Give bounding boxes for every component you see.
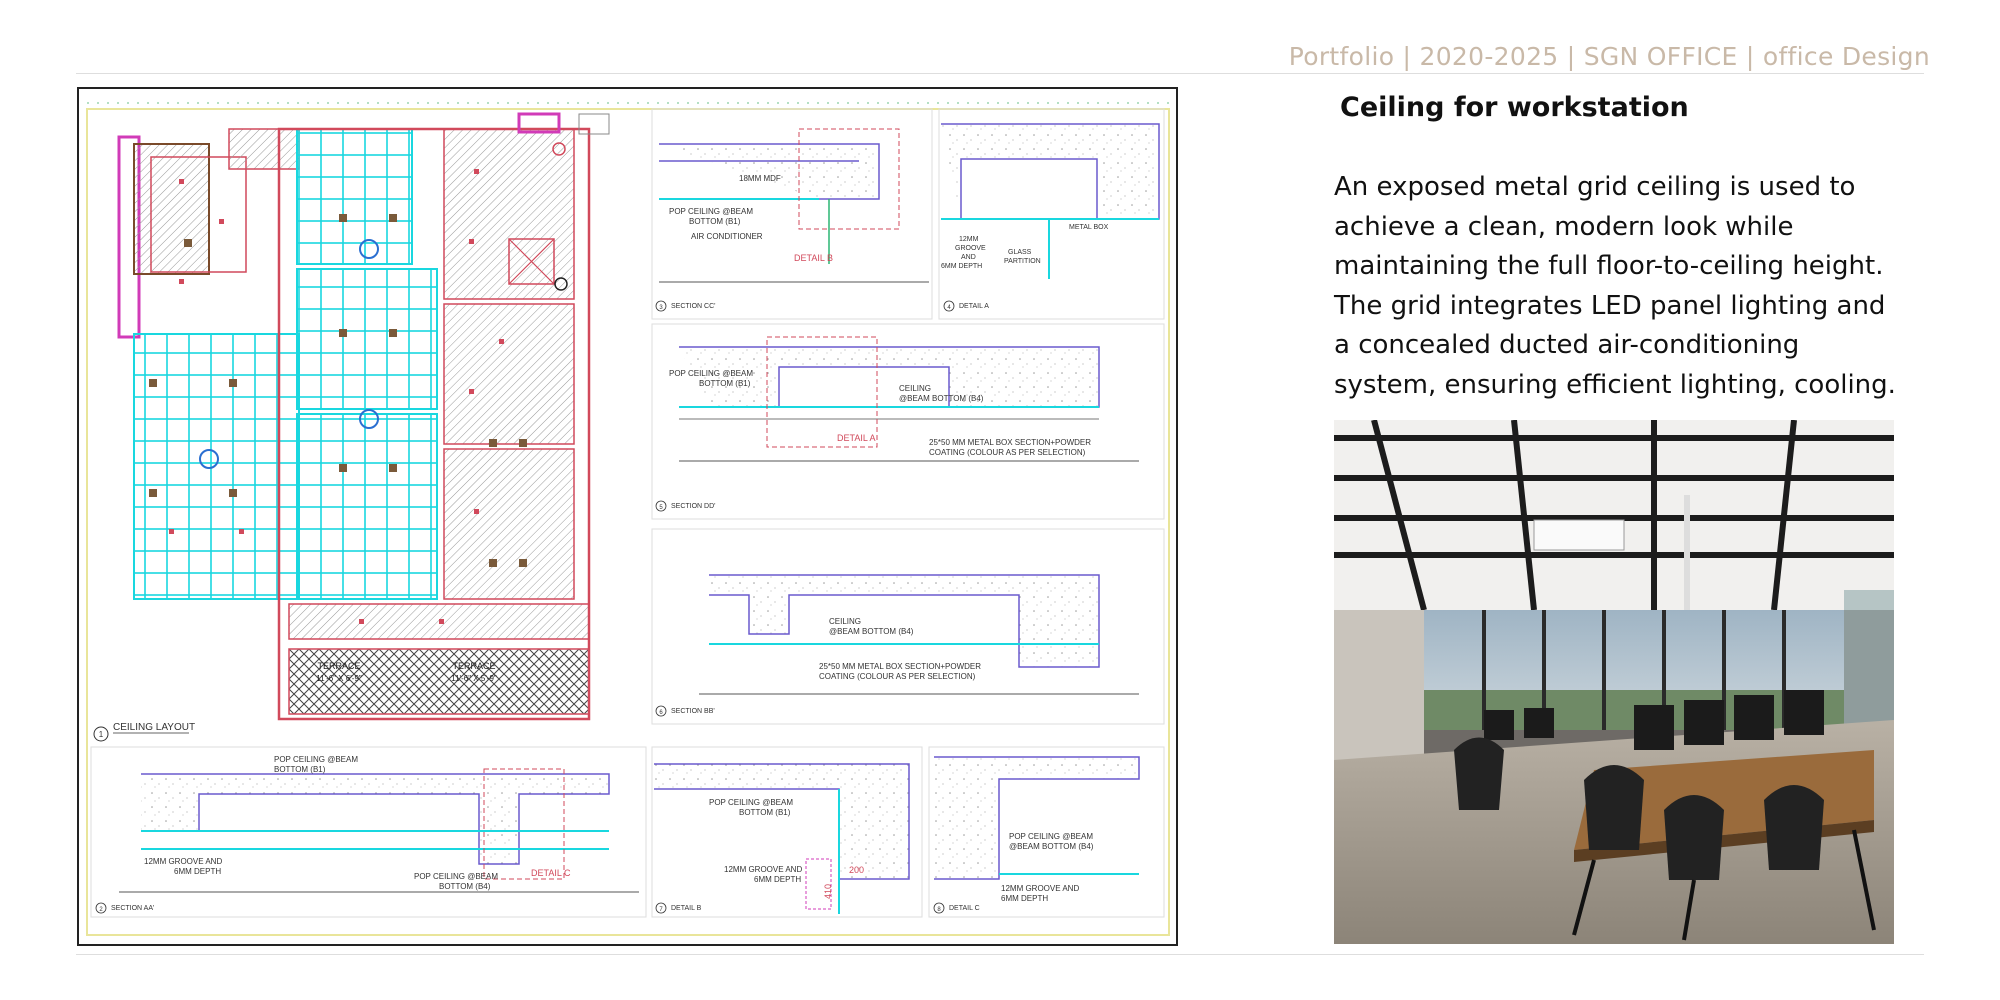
note-c-beam: @BEAM BOTTOM (B4) bbox=[1009, 842, 1094, 851]
detail-a-panel: 12MM GROOVE AND 6MM DEPTH GLASS PARTITIO… bbox=[938, 108, 1165, 320]
note-detail-b: DETAIL B bbox=[794, 253, 833, 263]
note-groove-3: AND bbox=[961, 254, 976, 261]
note-b-pop-2: BOTTOM (B1) bbox=[739, 808, 791, 817]
section-marker bbox=[95, 902, 107, 914]
section-number: 7 bbox=[659, 907, 663, 913]
note-detail-c: DETAIL C bbox=[531, 868, 571, 878]
note-bb-ceiling: CEILING bbox=[829, 617, 861, 626]
section-marker bbox=[943, 300, 955, 312]
ceiling-layout-drawing: TERRACE 11'-6" X 6'-9" TERRACE 11'-6" X … bbox=[77, 87, 1178, 946]
note-groove-2: GROOVE bbox=[955, 245, 986, 252]
note-b-pop-1: POP CEILING @BEAM bbox=[709, 798, 793, 807]
section-label: DETAIL C bbox=[949, 905, 980, 912]
bottom-divider bbox=[76, 954, 1924, 955]
section-label: SECTION CC' bbox=[671, 303, 716, 310]
note-metal-box: METAL BOX bbox=[1069, 224, 1109, 231]
section-marker bbox=[655, 705, 667, 717]
description-paragraph: An exposed metal grid ceiling is used to… bbox=[1334, 172, 1896, 400]
ceiling-layout-plan: TERRACE 11'-6" X 6'-9" TERRACE 11'-6" X … bbox=[93, 112, 610, 742]
note-bb-beam: @BEAM BOTTOM (B4) bbox=[829, 627, 914, 636]
terrace-2-label: TERRACE bbox=[452, 661, 495, 671]
note-bb-mb-2: COATING (COLOUR AS PER SELECTION) bbox=[819, 672, 976, 681]
detail-b-panel: POP CEILING @BEAM BOTTOM (B1) 12MM GROOV… bbox=[651, 746, 923, 918]
note-mdf: 18MM MDF bbox=[739, 174, 781, 183]
note-bb-mb-1: 25*50 MM METAL BOX SECTION+POWDER bbox=[819, 662, 981, 671]
note-aa-pop-1: POP CEILING @BEAM bbox=[274, 755, 358, 764]
section-label: SECTION DD' bbox=[671, 503, 716, 510]
section-marker bbox=[655, 500, 667, 512]
note-ac: AIR CONDITIONER bbox=[691, 232, 763, 241]
drawing-canvas: TERRACE 11'-6" X 6'-9" TERRACE 11'-6" X … bbox=[86, 102, 1170, 936]
section-number: 5 bbox=[659, 505, 663, 511]
section-dd-panel: POP CEILING @BEAM BOTTOM (B1) CEILING @B… bbox=[651, 323, 1165, 520]
note-c-pop-1: POP CEILING @BEAM bbox=[1009, 832, 1093, 841]
note-groove-4: 6MM DEPTH bbox=[941, 263, 982, 270]
section-marker bbox=[655, 902, 667, 914]
section-marker bbox=[655, 300, 667, 312]
note-groove-1: 12MM bbox=[959, 236, 979, 243]
section-label: DETAIL B bbox=[671, 905, 702, 912]
section-aa-panel: POP CEILING @BEAM BOTTOM (B1) 12MM GROOV… bbox=[90, 746, 647, 918]
note-aa-groove-2: 6MM DEPTH bbox=[174, 867, 221, 876]
ceiling-layout-label: CEILING LAYOUT bbox=[113, 722, 195, 733]
layout-number: 1 bbox=[99, 730, 104, 739]
section-bb-panel: CEILING @BEAM BOTTOM (B4) 25*50 MM METAL… bbox=[651, 528, 1165, 725]
section-number: 3 bbox=[659, 305, 663, 311]
terrace-1-area: 11'-6" X 6'-9" bbox=[316, 674, 362, 683]
page-title: Ceiling for workstation bbox=[1340, 92, 1689, 123]
section-number: 8 bbox=[937, 907, 941, 913]
note-dd-pop-1: POP CEILING @BEAM bbox=[669, 369, 753, 378]
note-aa-pop-2: BOTTOM (B1) bbox=[274, 765, 326, 774]
terrace-2-area: 11'-6" X 5'-9" bbox=[451, 674, 497, 683]
dim-410: 410 bbox=[823, 884, 833, 899]
note-b-groove-2: 6MM DEPTH bbox=[754, 875, 801, 884]
portfolio-header: Portfolio | 2020-2025 | SGN OFFICE | off… bbox=[1288, 42, 1930, 71]
section-cc-panel: 18MM MDF POP CEILING @BEAM BOTTOM (B1) A… bbox=[651, 108, 933, 320]
note-dd-pop-2: BOTTOM (B1) bbox=[699, 379, 751, 388]
note-detail-a: DETAIL A bbox=[837, 433, 876, 443]
note-dd-beam: @BEAM BOTTOM (B4) bbox=[899, 394, 984, 403]
note-aa-pop-b4-2: BOTTOM (B4) bbox=[439, 882, 491, 891]
note-dd-ceiling: CEILING bbox=[899, 384, 931, 393]
note-glass-1: GLASS bbox=[1008, 249, 1032, 256]
note-dd-mb-1: 25*50 MM METAL BOX SECTION+POWDER bbox=[929, 438, 1091, 447]
terrace-1-label: TERRACE bbox=[317, 661, 360, 671]
photo-illustration bbox=[1334, 420, 1894, 944]
note-c-groove-1: 12MM GROOVE AND bbox=[1001, 884, 1079, 893]
office-workstations-photo bbox=[1334, 420, 1894, 944]
section-number: 6 bbox=[659, 710, 663, 716]
note-aa-groove-1: 12MM GROOVE AND bbox=[144, 857, 222, 866]
section-label: SECTION AA' bbox=[111, 905, 154, 912]
note-dd-mb-2: COATING (COLOUR AS PER SELECTION) bbox=[929, 448, 1086, 457]
section-marker bbox=[933, 902, 945, 914]
note-glass-2: PARTITION bbox=[1004, 258, 1041, 265]
section-label: DETAIL A bbox=[959, 303, 989, 310]
top-divider bbox=[76, 73, 1924, 74]
detail-c-panel: POP CEILING @BEAM @BEAM BOTTOM (B4) 12MM… bbox=[928, 746, 1165, 918]
section-number: 4 bbox=[947, 305, 951, 311]
note-pop-b1-line1: POP CEILING @BEAM bbox=[669, 207, 753, 216]
dim-200: 200 bbox=[849, 865, 864, 875]
section-label: SECTION BB' bbox=[671, 708, 715, 715]
note-pop-b1-line2: BOTTOM (B1) bbox=[689, 217, 741, 226]
note-c-groove-2: 6MM DEPTH bbox=[1001, 894, 1048, 903]
note-aa-pop-b4-1: POP CEILING @BEAM bbox=[414, 872, 498, 881]
section-number: 2 bbox=[99, 907, 103, 913]
note-b-groove-1: 12MM GROOVE AND bbox=[724, 865, 802, 874]
